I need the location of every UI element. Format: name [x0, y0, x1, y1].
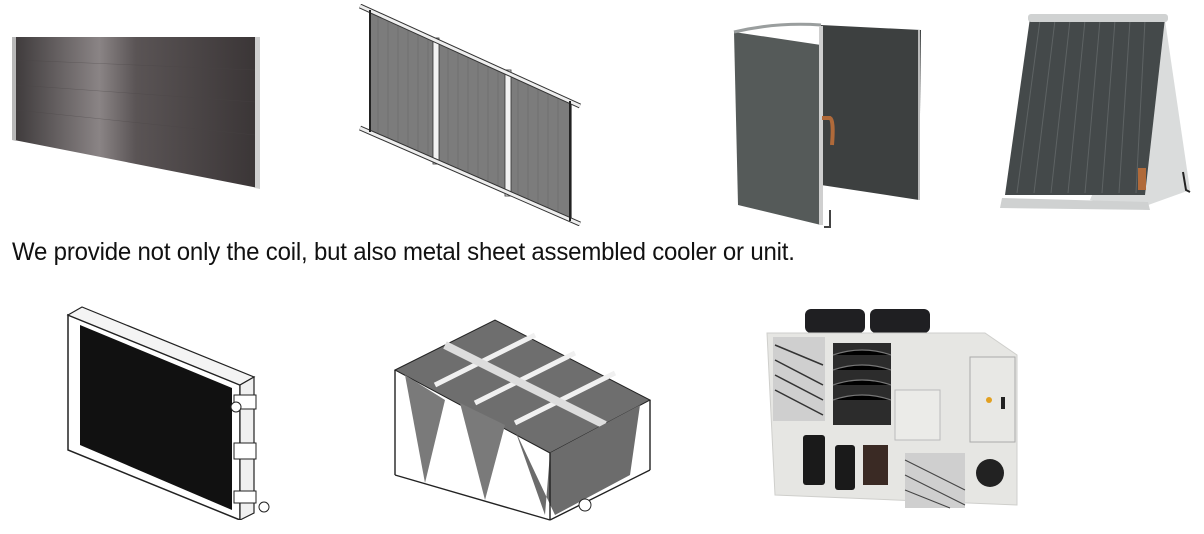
flat-microchannel-coil-image	[8, 30, 263, 195]
a-frame-coil-housing-image	[1000, 10, 1200, 210]
air-cooled-condensing-unit-image	[755, 305, 1035, 525]
boxed-coil-frame-image	[62, 295, 282, 520]
three-section-coil-image	[358, 4, 583, 226]
v-type-dry-cooler-frame-image	[385, 305, 655, 525]
caption-text: We provide not only the coil, but also m…	[12, 238, 795, 266]
l-bent-coil-image	[726, 20, 926, 230]
